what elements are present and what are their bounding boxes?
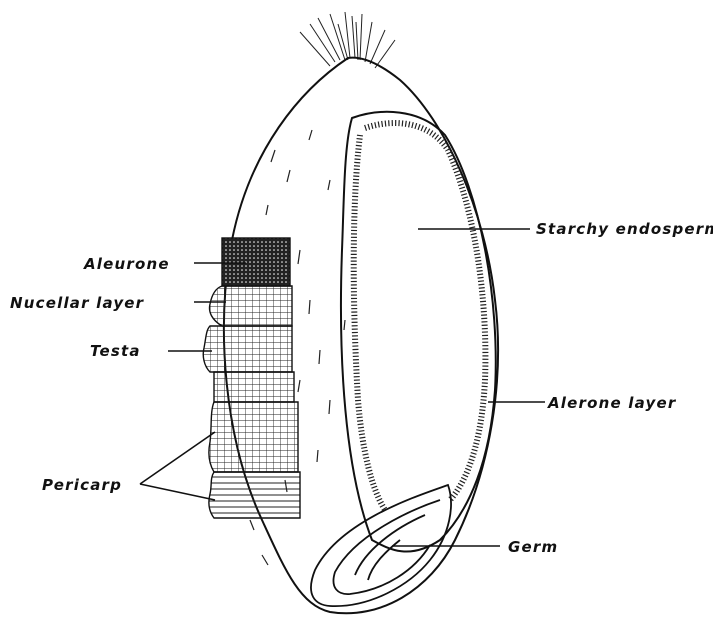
nucellar-block: [210, 286, 293, 326]
epidermis-block: [209, 472, 300, 518]
testa-block: [203, 326, 292, 372]
label-nucellar-layer: Nucellar layer: [10, 294, 145, 312]
label-aleurone: Aleurone: [83, 255, 170, 273]
cross-cells-block: [214, 372, 294, 402]
leader-lines: [140, 229, 545, 546]
label-testa: Testa: [90, 342, 141, 360]
label-alerone-layer: Alerone layer: [547, 394, 677, 412]
tube-cells-block: [209, 402, 298, 472]
aleurone-fringe-left: [354, 135, 385, 510]
bran-layers-block: [203, 238, 300, 518]
label-germ: Germ: [508, 538, 558, 556]
label-pericarp: Pericarp: [42, 476, 122, 494]
grain-brush-hairs: [300, 12, 395, 68]
leader-pericarp-2: [140, 484, 215, 500]
label-starchy-endosperm: Starchy endosperm: [536, 220, 713, 238]
leader-pericarp-1: [140, 432, 215, 484]
endosperm-section: [341, 112, 496, 552]
aleurone-block: [222, 238, 290, 286]
